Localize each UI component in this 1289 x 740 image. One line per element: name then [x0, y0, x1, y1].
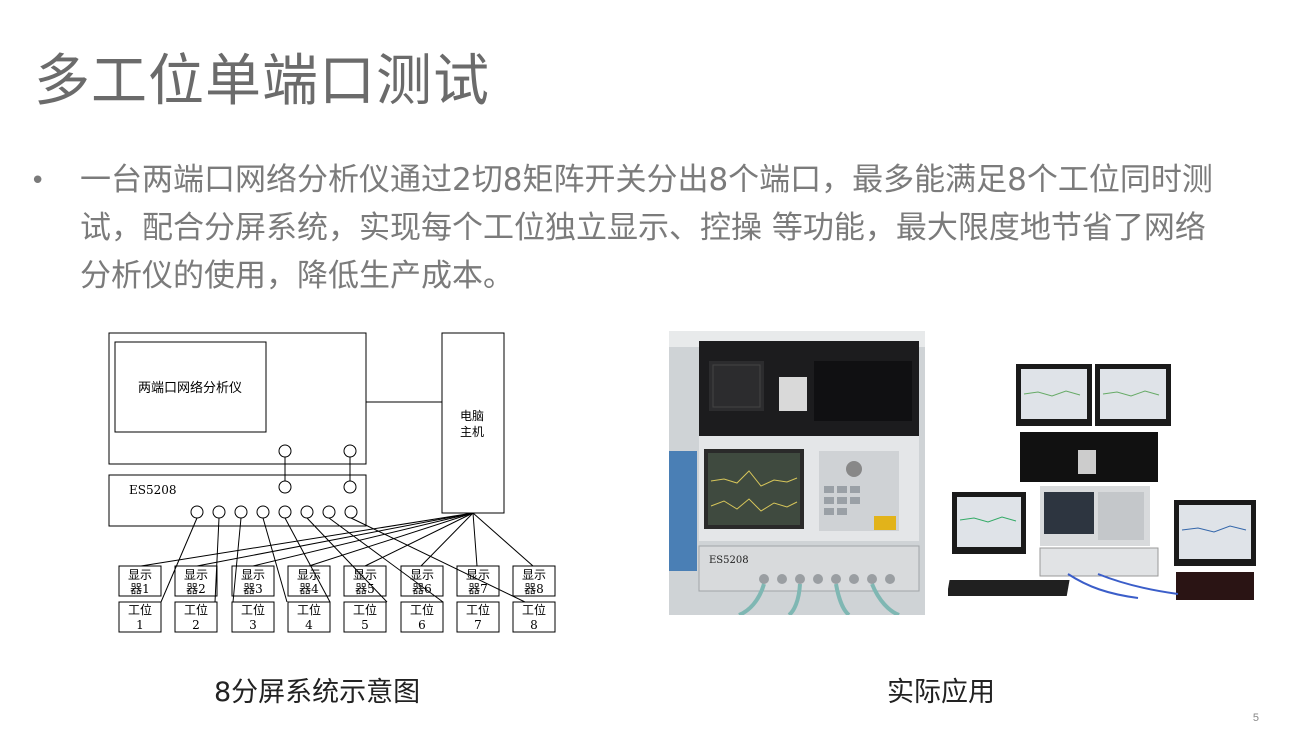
station-1-l1: 工位 [128, 602, 152, 617]
station-7-l2: 7 [474, 618, 482, 632]
pc-box [441, 332, 505, 514]
switch-output-4 [256, 505, 270, 519]
monitor-7-l2: 器7 [468, 582, 488, 596]
monitor-4-l1: 显示 [297, 568, 321, 582]
monitor-5-l1: 显示 [353, 568, 377, 582]
station-5-l2: 5 [361, 618, 369, 632]
monitor-7-l1: 显示 [466, 568, 490, 582]
switch-output-5 [278, 505, 292, 519]
vna-label: 两端口网络分析仪 [138, 380, 242, 396]
station-5-l1: 工位 [353, 602, 377, 617]
switch-output-2 [212, 505, 226, 519]
monitor-4-l2: 器4 [299, 582, 319, 596]
station-4-l1: 工位 [297, 602, 321, 617]
switch-output-3 [234, 505, 248, 519]
monitor-6-l2: 器6 [412, 582, 432, 596]
monitor-8-l2: 器8 [524, 582, 544, 596]
pc-label-2: 主机 [460, 425, 484, 439]
switch-input-2 [343, 480, 357, 494]
bullet-marker: • [30, 166, 46, 196]
station-1-l2: 1 [136, 618, 144, 632]
station-8-l1: 工位 [522, 602, 546, 617]
switch-output-1 [190, 505, 204, 519]
page-number: 5 [1252, 712, 1259, 724]
monitor-8-l1: 显示 [522, 568, 546, 582]
monitor-2-l2: 器2 [186, 582, 206, 596]
pc-label-1: 电脑 [460, 409, 484, 423]
station-7-l1: 工位 [466, 602, 490, 617]
station-3-l1: 工位 [241, 602, 265, 617]
station-6-l1: 工位 [410, 602, 434, 617]
monitor-1-l2: 器1 [130, 582, 150, 596]
station-3-l2: 3 [249, 618, 257, 632]
switch-label: ES5208 [129, 483, 177, 497]
switch-output-7 [322, 505, 336, 519]
multi-monitor-photo [948, 362, 1260, 602]
station-8-l2: 8 [530, 618, 538, 632]
diagram-caption: 8分屏系统示意图 [214, 677, 421, 708]
bullet-text: 一台两端口网络分析仪通过2切8矩阵开关分出8个端口，最多能满足8个工位同时测试，… [80, 162, 1213, 294]
rack-switch-label: ES5208 [709, 555, 749, 566]
monitor-3-l1: 显示 [241, 568, 265, 582]
vna-box [108, 332, 367, 465]
switch-output-6 [300, 505, 314, 519]
split-screen-diagram: 两端口网络分析仪 电脑 主机 ES5208 显示 器1 显示 器2 显示 器3 … [108, 332, 556, 633]
photos-caption: 实际应用 [887, 677, 995, 708]
monitor-1-l1: 显示 [128, 568, 152, 582]
switch-output-8 [344, 505, 358, 519]
slide-title: 多工位单端口测试 [34, 49, 490, 114]
vna-port-2 [343, 444, 357, 458]
monitor-3-l2: 器3 [243, 582, 263, 596]
station-2-l2: 2 [192, 618, 200, 632]
vna-port-1 [278, 444, 292, 458]
monitor-2-l1: 显示 [184, 568, 208, 582]
station-6-l2: 6 [418, 618, 426, 632]
rack-photo: ES5208 [669, 331, 925, 615]
switch-box [108, 474, 367, 527]
vna-screen [114, 341, 267, 433]
switch-input-1 [278, 480, 292, 494]
monitor-5-l2: 器5 [355, 582, 375, 596]
station-4-l2: 4 [305, 618, 313, 632]
station-2-l1: 工位 [184, 602, 208, 617]
monitor-6-l1: 显示 [410, 568, 434, 582]
